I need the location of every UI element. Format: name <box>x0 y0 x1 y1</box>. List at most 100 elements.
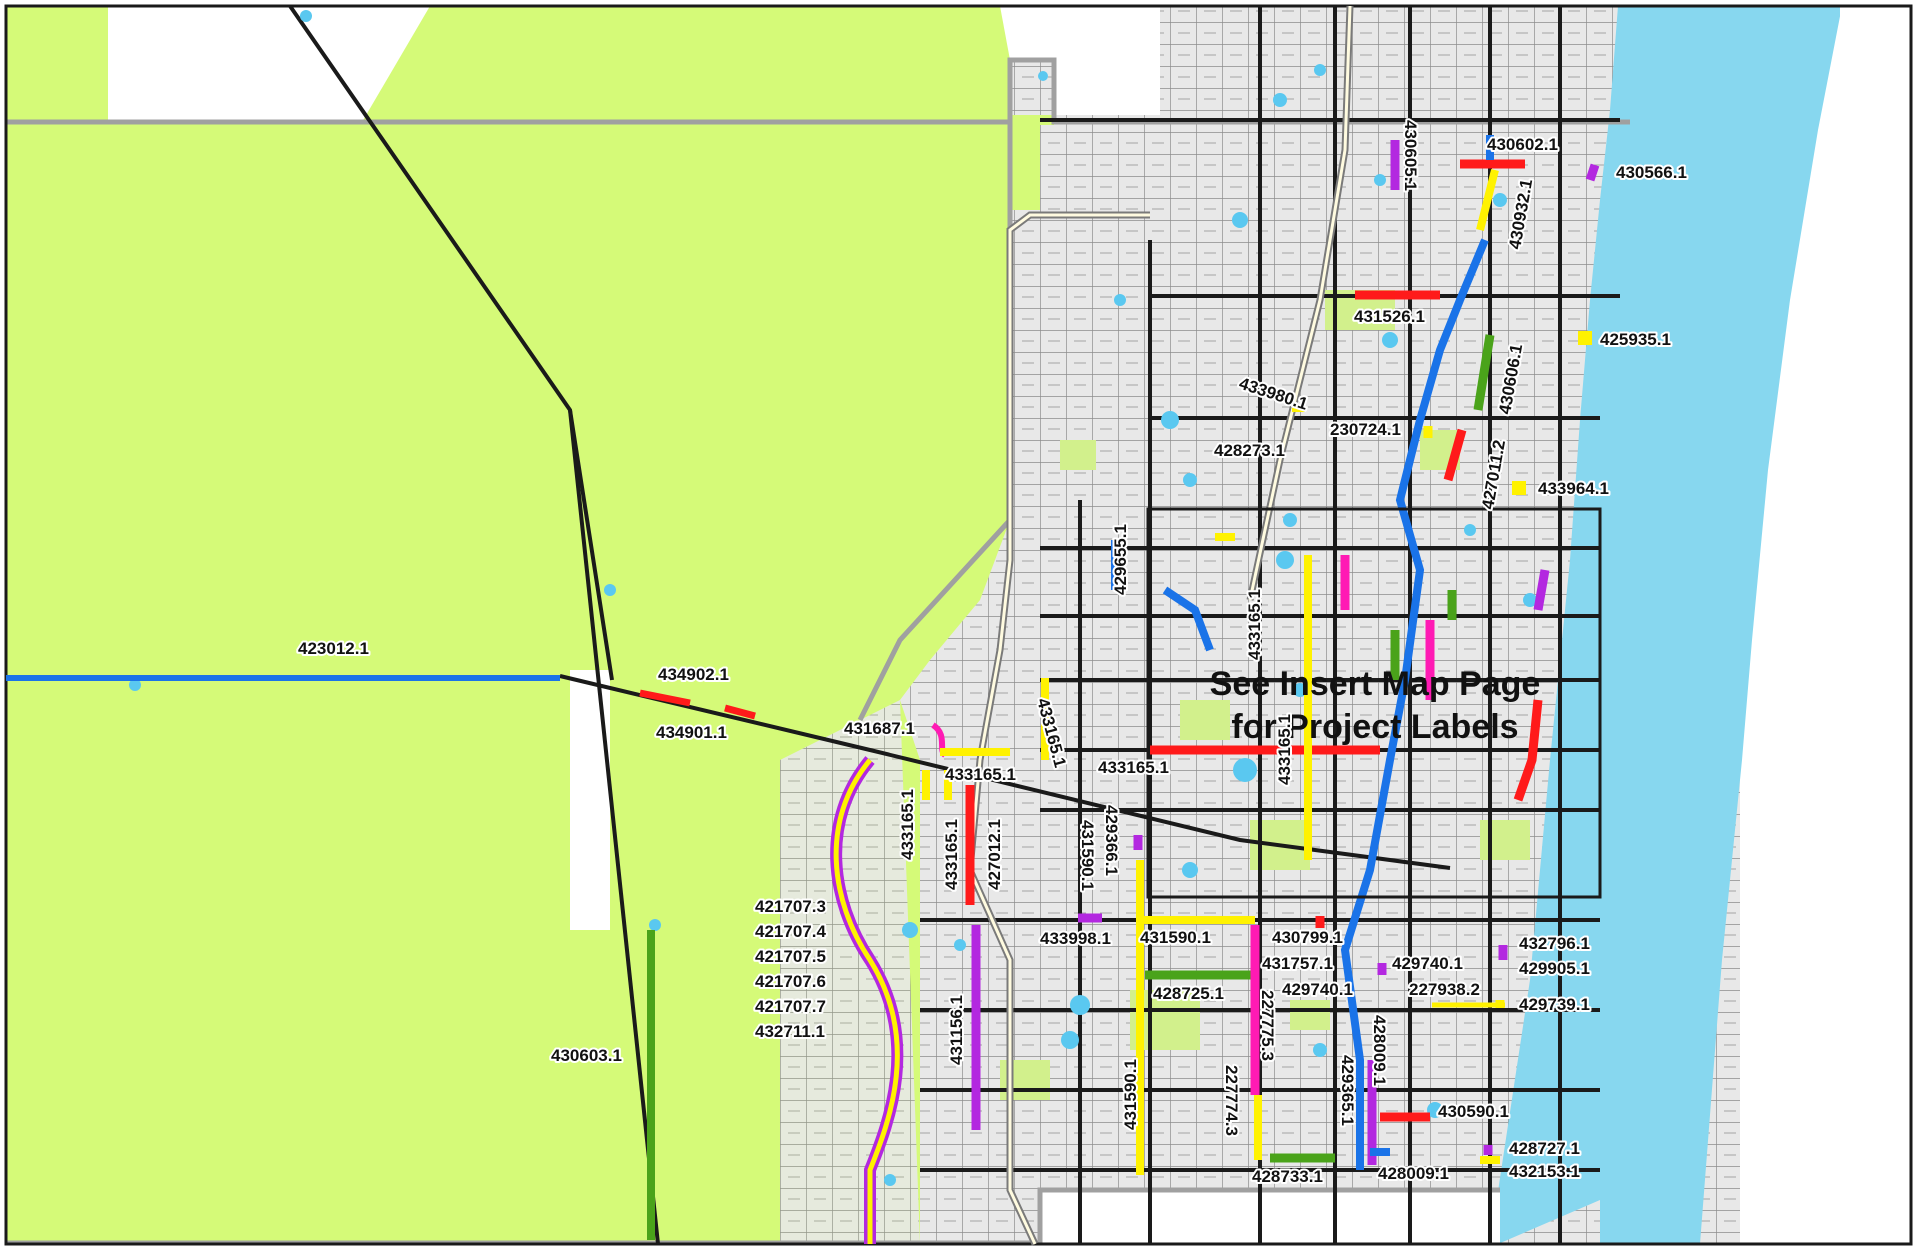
label-428727[interactable]: 428727.1 <box>1507 1137 1582 1160</box>
expressway-i95-inner <box>1248 5 1352 601</box>
segment-434902[interactable] <box>639 689 691 707</box>
label-428725[interactable]: 428725.1 <box>1151 982 1226 1005</box>
label-430602[interactable]: 430602.1 <box>1485 133 1560 156</box>
label-433998[interactable]: 433998.1 <box>1038 927 1113 950</box>
label-227938[interactable]: 227938.2 <box>1407 978 1482 1001</box>
lake <box>1161 411 1179 429</box>
label-432153[interactable]: 432153.1 <box>1507 1160 1582 1183</box>
label-230724[interactable]: 230724.1 <box>1328 418 1403 441</box>
label-433165-a[interactable]: 433165.1 <box>943 763 1018 786</box>
label-429655[interactable]: 429655.1 <box>1109 522 1132 597</box>
lake <box>954 939 966 951</box>
insert-map-box[interactable] <box>1146 507 1602 899</box>
label-425935[interactable]: 425935.1 <box>1598 328 1673 351</box>
lake <box>1276 551 1294 569</box>
lake <box>1314 64 1326 76</box>
ocean <box>1490 6 1842 1244</box>
label-433964[interactable]: 433964.1 <box>1536 477 1611 500</box>
label-430603[interactable]: 430603.1 <box>549 1044 624 1067</box>
insert-note-line-2: for Project Labels <box>1231 708 1518 746</box>
label-434902[interactable]: 434902.1 <box>656 663 731 686</box>
label-433165-c[interactable]: 433165.1 <box>896 787 919 862</box>
white-gap-west <box>570 670 610 930</box>
lake <box>300 10 312 22</box>
label-433165-f[interactable]: 433165.1 <box>1243 587 1266 662</box>
lake <box>1313 1043 1327 1057</box>
white-gap-east <box>1000 6 1150 120</box>
label-430605[interactable]: 430605.1 <box>1399 118 1422 193</box>
lake <box>1070 995 1090 1015</box>
label-421707-6[interactable]: 421707.6 <box>753 970 828 993</box>
label-430799[interactable]: 430799.1 <box>1270 926 1345 949</box>
segment-434901[interactable] <box>724 704 756 720</box>
park <box>1060 440 1096 470</box>
label-423012[interactable]: 423012.1 <box>296 637 371 660</box>
label-433165-g[interactable]: 433165.1 <box>1273 712 1296 787</box>
label-429366[interactable]: 429366.1 <box>1100 803 1123 878</box>
segment-427011[interactable] <box>1443 428 1467 482</box>
label-430566[interactable]: 430566.1 <box>1614 161 1689 184</box>
label-432711[interactable]: 432711.1 <box>753 1020 827 1043</box>
segment-insert-purple-east[interactable] <box>1533 569 1550 611</box>
segment-insert-red-east[interactable] <box>1513 699 1543 802</box>
lake <box>1293 683 1307 697</box>
major-roads <box>288 4 1620 1245</box>
label-431526[interactable]: 431526.1 <box>1352 305 1427 328</box>
label-430590[interactable]: 430590.1 <box>1436 1100 1511 1123</box>
lake <box>1183 473 1197 487</box>
label-421707-5[interactable]: 421707.5 <box>753 945 828 968</box>
label-421707-4[interactable]: 421707.4 <box>753 920 828 943</box>
park <box>1480 820 1530 860</box>
park <box>1290 1000 1330 1030</box>
lake <box>1427 1102 1443 1118</box>
label-421707-3[interactable]: 421707.3 <box>753 895 828 918</box>
sea-white <box>1840 6 1912 1244</box>
urban-area <box>900 6 1740 1244</box>
label-431590-c[interactable]: 431590.1 <box>1119 1057 1142 1132</box>
label-431590-b[interactable]: 431590.1 <box>1138 926 1213 949</box>
expressways <box>966 5 1354 1246</box>
lake <box>1493 193 1507 207</box>
urban-area-upper <box>1160 6 1740 130</box>
project-segments <box>6 135 1600 1244</box>
lake <box>129 679 141 691</box>
label-428009-a[interactable]: 428009.1 <box>1368 1013 1391 1088</box>
label-431757[interactable]: 431757.1 <box>1260 952 1335 975</box>
insert-note-line-1: See Insert Map Page <box>1210 665 1541 703</box>
south-white-strip <box>1040 1190 1500 1244</box>
label-428009-b[interactable]: 428009.1 <box>1376 1162 1451 1185</box>
lake <box>1283 513 1297 527</box>
label-429905[interactable]: 429905.1 <box>1517 957 1592 980</box>
label-434901[interactable]: 434901.1 <box>654 721 729 744</box>
lake <box>604 584 616 596</box>
label-432796[interactable]: 432796.1 <box>1517 932 1592 955</box>
segment-430932[interactable] <box>1476 169 1499 231</box>
lakes <box>129 10 1537 1186</box>
label-431590-a[interactable]: 431590.1 <box>1076 818 1099 893</box>
lake <box>1232 212 1248 228</box>
segment-insert-blue[interactable] <box>1340 238 1489 1170</box>
label-433165-d[interactable]: 433165.1 <box>940 817 963 892</box>
label-431156[interactable]: 431156.1 <box>945 993 968 1067</box>
label-429739[interactable]: 429739.1 <box>1517 993 1592 1016</box>
label-429740-b[interactable]: 429740.1 <box>1390 952 1465 975</box>
label-227774[interactable]: 227774.3 <box>1220 1063 1243 1138</box>
lake <box>1182 862 1198 878</box>
segment-insert-blue-nw[interactable] <box>1162 586 1214 652</box>
label-427012[interactable]: 427012.1 <box>983 817 1006 892</box>
label-428273[interactable]: 428273.1 <box>1212 439 1287 462</box>
label-429365[interactable]: 429365.1 <box>1336 1053 1359 1128</box>
segment-430606[interactable] <box>1473 334 1495 411</box>
segment-430566[interactable] <box>1585 163 1600 182</box>
label-428733[interactable]: 428733.1 <box>1250 1165 1325 1188</box>
label-433165-b[interactable]: 433165.1 <box>1096 756 1171 779</box>
label-431687[interactable]: 431687.1 <box>842 717 917 740</box>
label-421707-7[interactable]: 421707.7 <box>753 995 828 1018</box>
lake <box>1374 174 1386 186</box>
lake <box>1114 294 1126 306</box>
label-429740-a[interactable]: 429740.1 <box>1280 978 1355 1001</box>
segment-421707-inner[interactable] <box>833 758 900 1244</box>
label-227775[interactable]: 227775.3 <box>1256 988 1279 1063</box>
road-turnpike <box>559 674 1451 870</box>
